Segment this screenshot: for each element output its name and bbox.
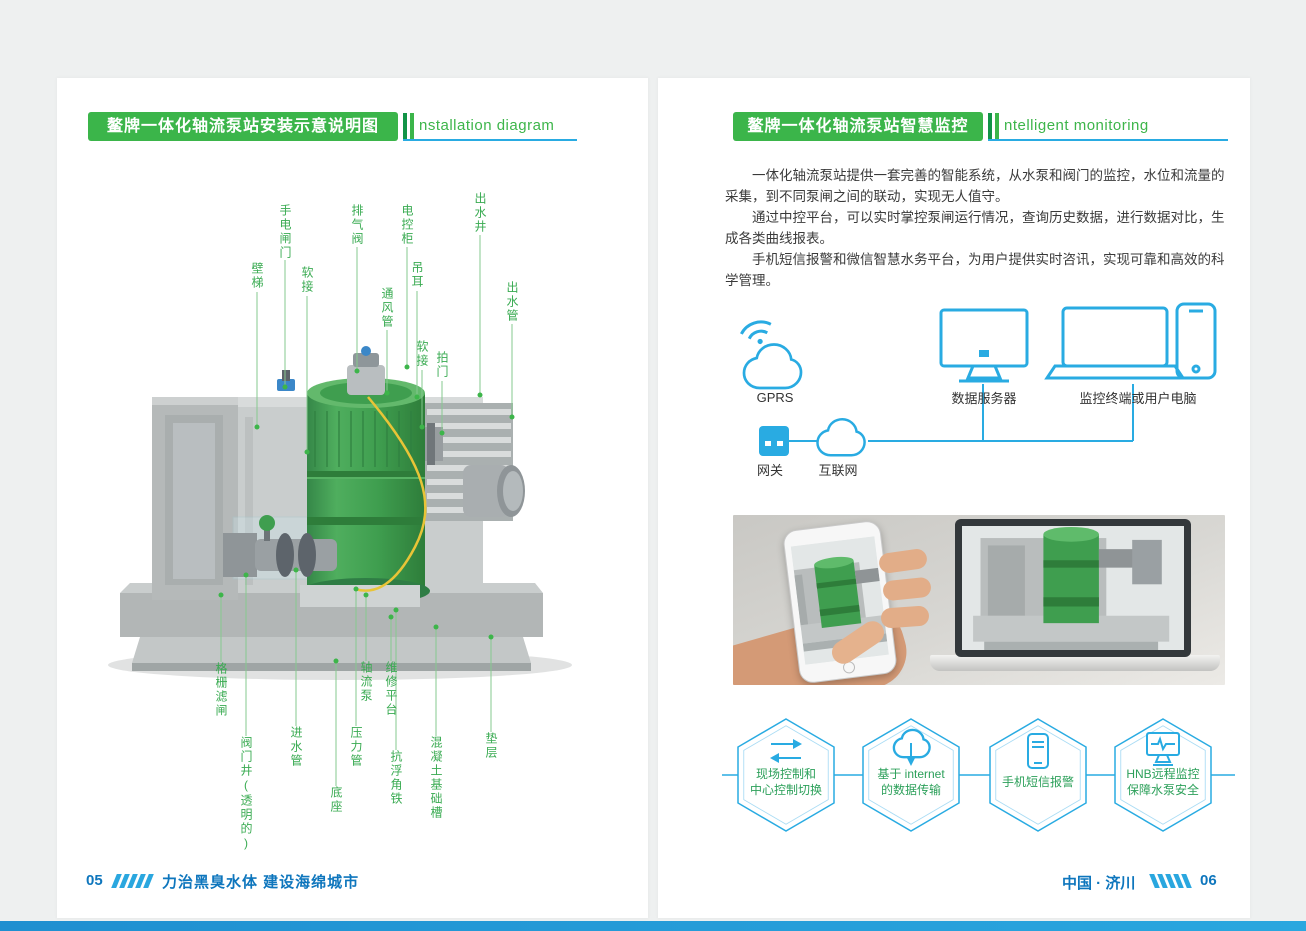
footer-slogan: 力治黑臭水体 建设海绵城市	[162, 874, 360, 891]
feature-line: 基于 internet	[877, 767, 945, 781]
feature-hexagons	[722, 718, 1235, 832]
diagram-label: 出水井	[473, 192, 487, 234]
terminal-phone-icon	[1175, 302, 1217, 380]
region-label: 中国 · 济川	[1062, 875, 1136, 892]
cloud-transfer-icon	[892, 728, 931, 766]
feature-label: 现场控制和 中心控制切换	[726, 766, 846, 798]
network-diagram	[740, 302, 1217, 457]
remote-monitor-icon	[1146, 732, 1180, 766]
paragraph: 通过中控平台，可以实时掌控泵闸运行情况，查询历史数据，进行数据对比，生成各类曲线…	[725, 210, 1225, 246]
swap-arrows-icon	[770, 739, 802, 763]
feature-line: 的数据传输	[880, 783, 941, 797]
diagram-label: 手电闸门	[278, 204, 292, 260]
diagram-label: 格栅滤闸	[214, 662, 228, 718]
feature-line: HNB远程监控	[1126, 767, 1200, 781]
diagram-label: 吊耳	[410, 261, 424, 289]
hexagon-shapes	[737, 718, 1212, 832]
feature-line: 中心控制切换	[749, 783, 822, 797]
right-subtitle: ntelligent monitoring	[1004, 117, 1149, 134]
server-label: 数据服务器	[951, 391, 1017, 406]
diagram-label: 拍门	[435, 351, 449, 379]
gateway-icon	[759, 426, 789, 456]
left-title-badge: 鳌牌一体化轴流泵站安装示意说明图	[88, 112, 398, 141]
gprs-label: GPRS	[756, 390, 794, 405]
feature-label: 基于 internet 的数据传输	[851, 766, 971, 798]
diagram-label: 通风管	[380, 287, 394, 329]
pump-station-illustration	[108, 235, 572, 786]
diagram-label: 软接	[300, 266, 314, 294]
title-bar-icon	[410, 113, 414, 139]
feature-label: HNB远程监控 保障水泵安全	[1103, 766, 1223, 798]
diagram-label: 出水管	[505, 281, 519, 323]
right-title-badge: 鳌牌一体化轴流泵站智慧监控	[733, 112, 983, 141]
internet-label: 互联网	[818, 463, 858, 478]
feature-label: 手机短信报警	[978, 774, 1098, 790]
feature-line: 现场控制和	[755, 767, 816, 781]
diagram-label: 垫层	[484, 732, 498, 760]
paragraph: 一体化轴流泵站提供一套完善的智能系统，从水泵和阀门的监控，水位和流量的采集，到不…	[725, 168, 1225, 204]
bottom-accent-bar	[0, 921, 1306, 931]
page-number-right: 06	[1200, 872, 1217, 889]
feature-line: 手机短信报警	[1001, 775, 1074, 789]
paragraph: 手机短信报警和微信智慧水务平台，为用户提供实时咨讯，实现可靠和高效的科学管理。	[725, 252, 1225, 288]
title-underline	[403, 139, 577, 141]
diagram-label: 排气阀	[350, 204, 364, 246]
page-number-left: 05	[86, 872, 103, 889]
photo-laptop-base	[930, 655, 1220, 671]
diagram-label: 进水管	[289, 726, 303, 768]
photo-laptop-display	[962, 526, 1184, 650]
title-bar-icon	[995, 113, 999, 139]
terminal-laptop-icon	[1044, 306, 1186, 380]
phone-sms-icon	[1027, 733, 1049, 769]
photo-finger	[882, 576, 932, 602]
photo-laptop	[955, 519, 1191, 657]
diagram-label: 混凝土基础槽	[429, 736, 443, 820]
terminal-label: 监控终端或用户电脑	[1079, 391, 1197, 406]
title-bar-icon	[988, 113, 992, 139]
photo-finger	[877, 547, 929, 575]
diagram-label: 压力管	[349, 726, 363, 768]
gateway-label: 网关	[756, 463, 783, 478]
photo-finger	[880, 605, 930, 629]
diagram-label: 抗浮角铁	[389, 750, 403, 806]
diagram-label: 电控柜	[400, 204, 414, 246]
title-underline	[988, 139, 1228, 141]
diagram-label: 软接	[415, 340, 429, 368]
diagram-label: 阀门井(透明的)	[239, 736, 253, 852]
left-subtitle: nstallation diagram	[419, 117, 555, 134]
footer-slashes-left	[111, 874, 154, 888]
footer-slashes-right	[1149, 874, 1192, 888]
diagram-label: 轴流泵	[359, 661, 373, 703]
feature-line: 保障水泵安全	[1126, 783, 1199, 797]
intro-paragraphs: 一体化轴流泵站提供一套完善的智能系统，从水泵和阀门的监控，水位和流量的采集，到不…	[725, 165, 1228, 291]
internet-cloud-icon	[816, 417, 866, 457]
wifi-icon	[740, 320, 772, 345]
diagram-label: 维修平台	[384, 661, 398, 717]
title-bar-icon	[403, 113, 407, 139]
diagram-label: 壁梯	[250, 262, 264, 290]
diagram-label: 底座	[329, 786, 343, 814]
gprs-cloud-icon	[742, 343, 803, 390]
diagram-connector-dots	[218, 364, 515, 664]
diagram-connector-lines	[220, 235, 513, 786]
product-photo	[733, 515, 1225, 685]
server-monitor-icon	[939, 308, 1029, 383]
